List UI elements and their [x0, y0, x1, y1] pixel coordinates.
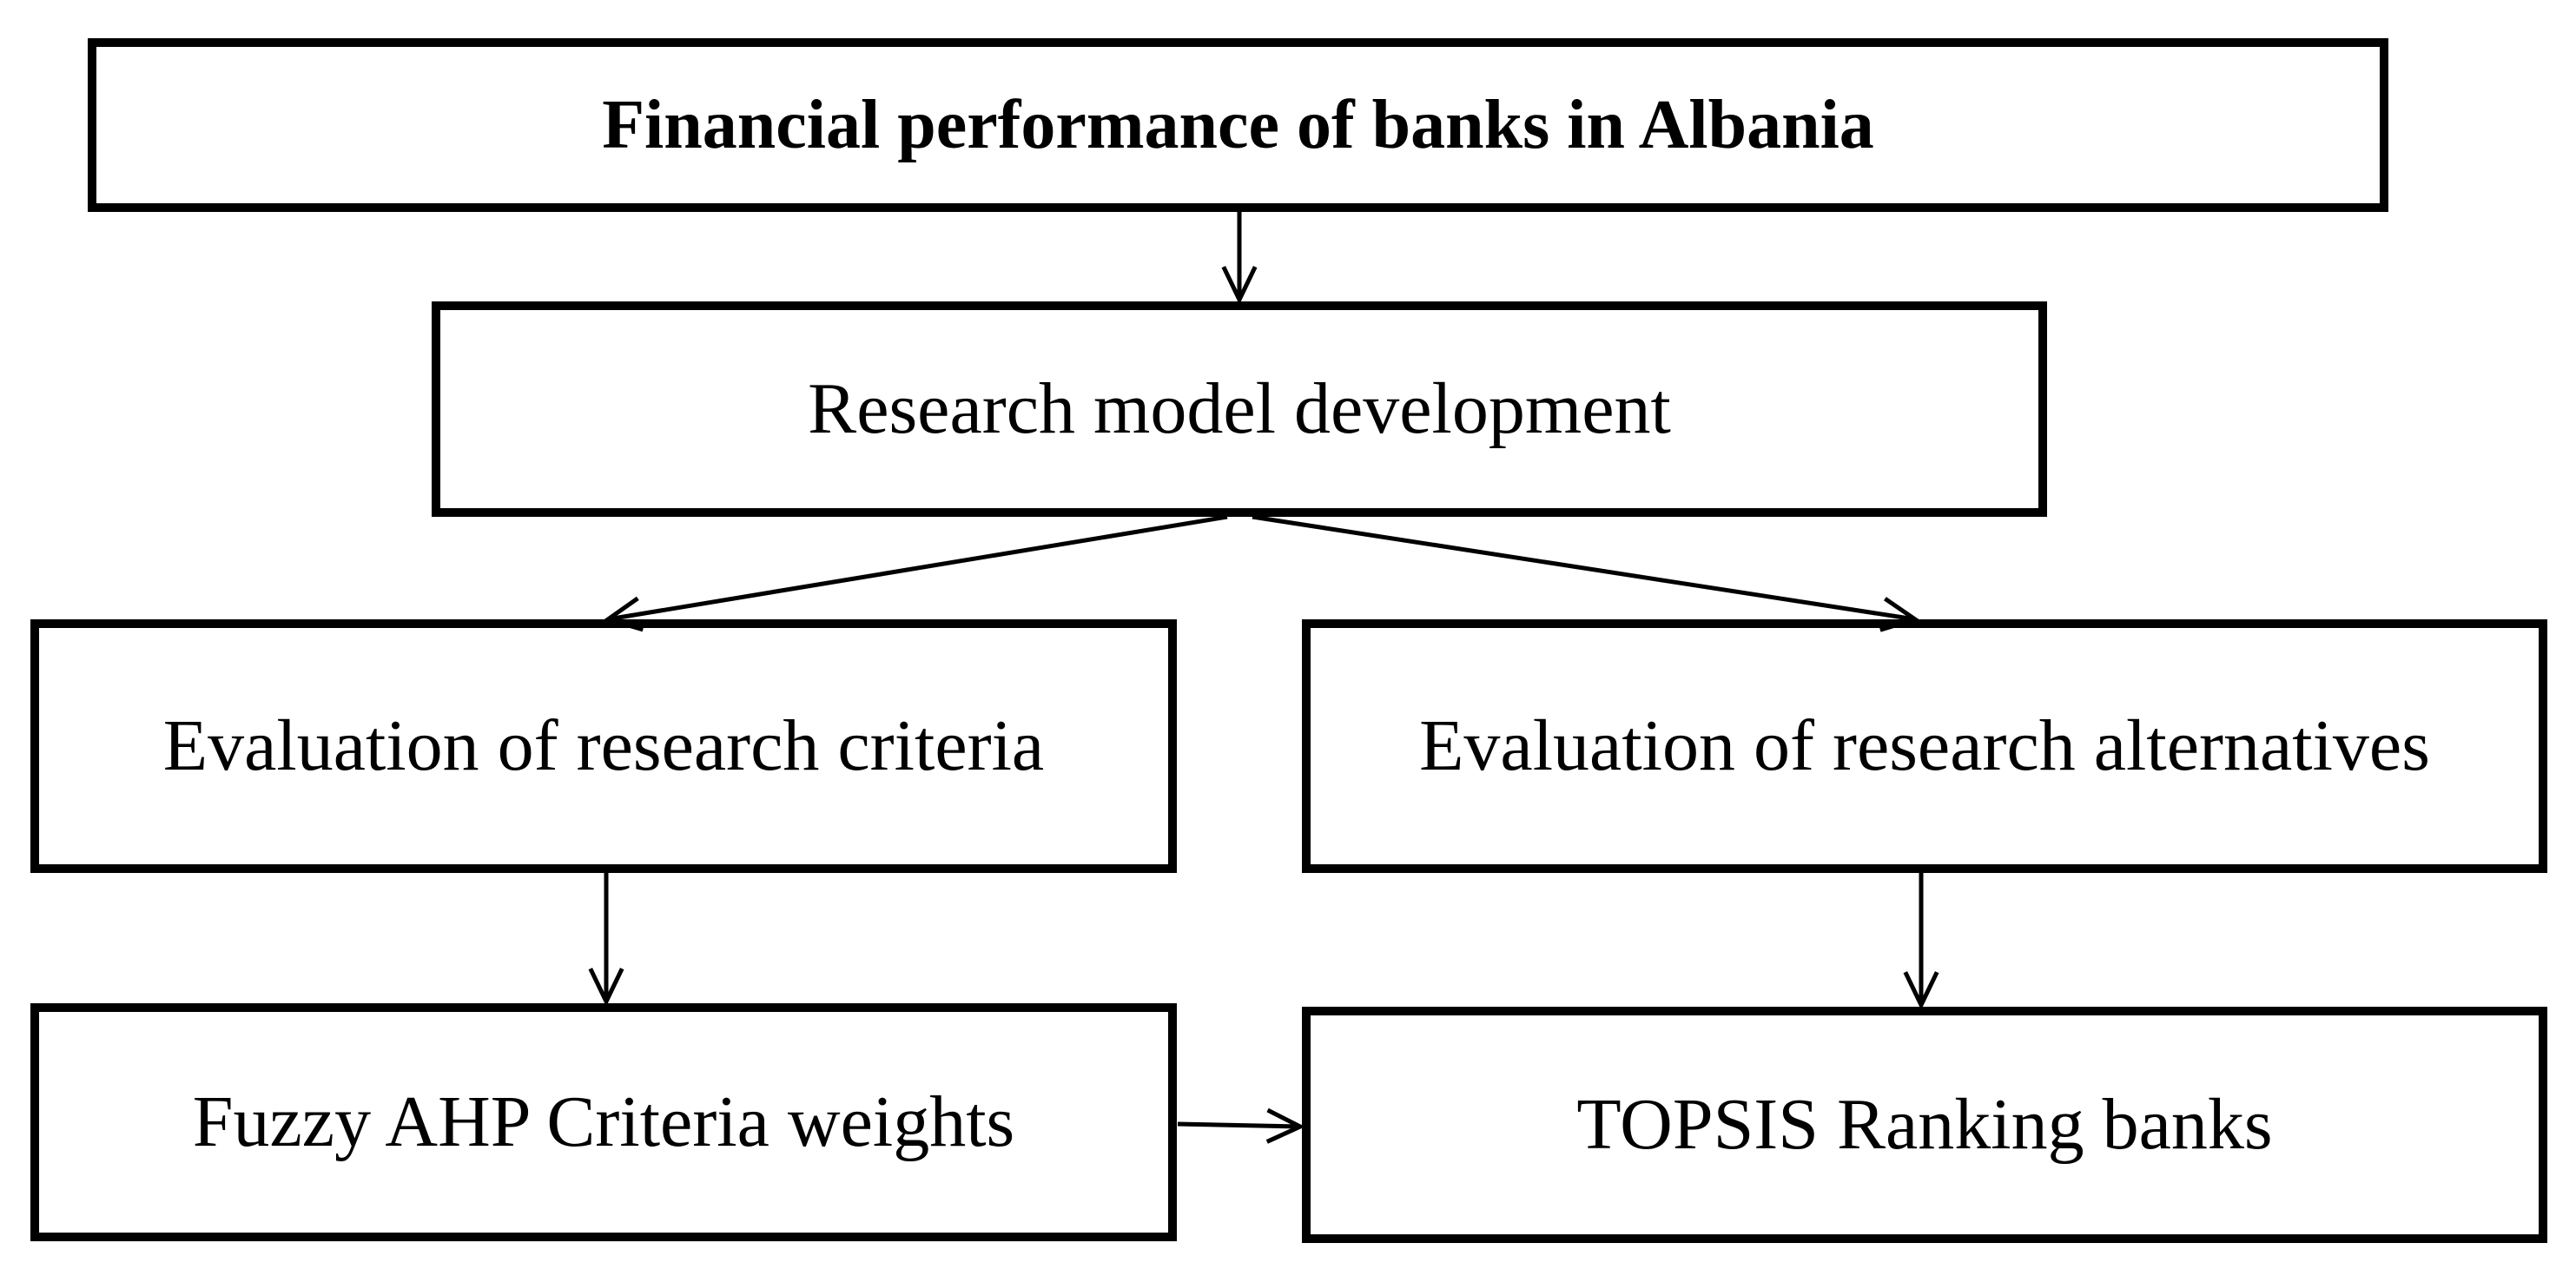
- node-label: Evaluation of research criteria: [162, 705, 1045, 786]
- arrowhead-icon: [1903, 971, 1939, 1010]
- arrowhead-icon: [1221, 266, 1258, 305]
- arrow-b3-b5: [588, 873, 624, 1007]
- arrowhead-icon: [1265, 1107, 1305, 1144]
- arrow-b4-b6: [1903, 873, 1939, 1010]
- node-label: Financial performance of banks in Albani…: [602, 87, 1874, 163]
- node-label: Fuzzy AHP Criteria weights: [192, 1081, 1015, 1162]
- arrow-b2-b4: [1252, 514, 1920, 632]
- node-label: Evaluation of research alternatives: [1419, 705, 2430, 786]
- arrowhead-icon: [588, 968, 624, 1007]
- node-topsis: TOPSIS Ranking banks: [1302, 1007, 2547, 1243]
- node-fuzzy-ahp: Fuzzy AHP Criteria weights: [30, 1003, 1177, 1241]
- arrow-b2-b3: [603, 514, 1228, 632]
- node-evaluation-alternatives: Evaluation of research alternatives: [1302, 619, 2547, 873]
- node-financial-performance: Financial performance of banks in Albani…: [88, 38, 2388, 212]
- node-evaluation-criteria: Evaluation of research criteria: [30, 619, 1177, 873]
- arrow-shaft: [1252, 514, 1916, 622]
- node-label: Research model development: [808, 368, 1671, 449]
- arrow-b5-b6: [1177, 1107, 1305, 1144]
- arrow-b1-b2: [1221, 212, 1258, 305]
- node-label: TOPSIS Ranking banks: [1576, 1084, 2273, 1165]
- arrow-shaft: [1177, 1121, 1301, 1129]
- node-research-model-development: Research model development: [432, 301, 2047, 517]
- arrow-shaft: [607, 514, 1228, 622]
